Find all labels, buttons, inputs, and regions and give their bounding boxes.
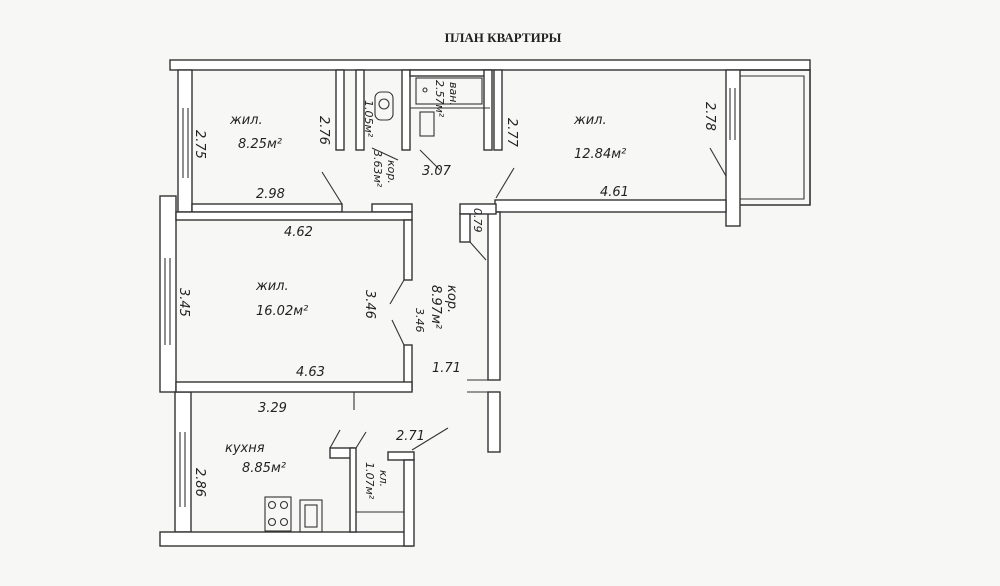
- dim-3-46: 3.46: [362, 290, 377, 319]
- dim-4-61: 4.61: [600, 185, 629, 200]
- room-name-bedroom-top-right: жил.: [573, 113, 607, 128]
- bathtub-icon: [415, 77, 483, 105]
- dim-2-71: 2.71: [396, 429, 425, 444]
- dim-3-46-corridor: 3.46: [413, 308, 426, 333]
- dim-2-75: 2.75: [192, 130, 207, 159]
- room-area-living: 16.02м²: [256, 304, 308, 319]
- room-area-bedroom-top-left: 8.25м²: [238, 137, 282, 152]
- dim-3-45: 3.45: [176, 288, 191, 317]
- room-area-bedroom-top-right: 12.84м²: [574, 147, 626, 162]
- dim-4-62: 4.62: [284, 225, 313, 240]
- room-name-corridor-main: кор.: [444, 285, 459, 313]
- dim-3-07: 3.07: [422, 164, 452, 179]
- interior-walls: [175, 69, 503, 547]
- toilet-icon: [374, 91, 394, 121]
- stove-icon: [264, 496, 292, 532]
- dim-2-76: 2.76: [316, 116, 331, 145]
- room-name-kitchen: кухня: [225, 441, 265, 456]
- room-area-corridor-main: 8.97м²: [428, 285, 443, 329]
- fixtures: [264, 77, 483, 533]
- room-name-bathroom: ван.: [447, 82, 460, 106]
- plan-title: ПЛАН КВАРТИРЫ: [445, 30, 562, 45]
- kitchen-sink-icon: [299, 499, 323, 533]
- room-area-bathroom: 2.57м²: [433, 80, 446, 118]
- room-name-bedroom-top-left: жил.: [229, 113, 263, 128]
- room-name-living: жил.: [255, 279, 289, 294]
- room-area-closet: 1.07м²: [363, 462, 376, 500]
- dim-2-78: 2.78: [702, 102, 717, 131]
- dim-4-63: 4.63: [296, 365, 325, 380]
- dim-0-79: 0.79: [471, 208, 484, 233]
- dimension-labels: 2.75 2.76 2.98 3.07 2.77 4.61 2.78 0.79 …: [176, 102, 717, 497]
- dim-2-77: 2.77: [504, 118, 519, 148]
- room-area-corridor-top: 3.63м²: [371, 150, 384, 188]
- room-area-kitchen: 8.85м²: [242, 461, 286, 476]
- room-area-toilet: 1.05м²: [362, 100, 375, 138]
- room-name-closet: кл.: [377, 470, 390, 487]
- exterior-walls: [159, 59, 811, 547]
- doors: [321, 147, 727, 451]
- room-name-corridor-top: кор.: [385, 160, 398, 184]
- room-labels: жил. 8.25м² жил. 12.84м² жил. 16.02м² ку…: [225, 80, 626, 500]
- dim-2-98: 2.98: [256, 187, 285, 202]
- dim-1-71: 1.71: [432, 361, 461, 376]
- dim-2-86: 2.86: [192, 468, 207, 497]
- sink-icon: [419, 111, 435, 137]
- dim-3-29: 3.29: [258, 401, 287, 416]
